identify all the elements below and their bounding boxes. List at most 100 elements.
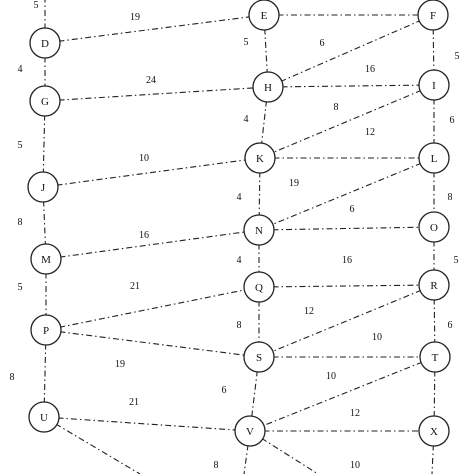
node-Q: Q bbox=[243, 271, 275, 303]
edge-S-V bbox=[249, 356, 260, 432]
edge-weight-M-N: 16 bbox=[139, 230, 149, 241]
node-circle-K bbox=[244, 142, 276, 174]
node-label-V: V bbox=[246, 426, 254, 438]
edge-weight-K-L: 12 bbox=[365, 127, 375, 138]
edge-weight-D-E: 19 bbox=[130, 12, 140, 23]
edge-weight-T-V: 10 bbox=[326, 371, 336, 382]
node-label-F: F bbox=[430, 10, 436, 22]
edge-weight-L-N: 19 bbox=[289, 178, 299, 189]
edge-U-offscreen-1 bbox=[43, 416, 141, 474]
edge-weight-I-K: 8 bbox=[334, 102, 339, 113]
edge-P-S bbox=[45, 329, 260, 358]
node-label-G: G bbox=[41, 96, 49, 108]
node-circle-G bbox=[29, 85, 61, 117]
node-circle-S bbox=[243, 341, 275, 373]
node-U: U bbox=[28, 401, 60, 433]
node-circle-L bbox=[418, 142, 450, 174]
node-circle-T bbox=[419, 341, 451, 373]
edge-E-H bbox=[263, 14, 269, 88]
node-V: V bbox=[234, 415, 266, 447]
edge-weight-L-O: 8 bbox=[448, 192, 453, 203]
node-label-X: X bbox=[430, 426, 438, 438]
node-circle-O bbox=[418, 211, 450, 243]
edge-T-V bbox=[249, 356, 436, 432]
edge-weight-P-S: 19 bbox=[115, 359, 125, 370]
node-X: X bbox=[418, 415, 450, 447]
node-circle-R bbox=[418, 269, 450, 301]
node-circle-N bbox=[243, 214, 275, 246]
node-H: H bbox=[252, 71, 284, 103]
edge-weight-V-X: 12 bbox=[350, 408, 360, 419]
node-circle-D bbox=[29, 27, 61, 59]
node-label-H: H bbox=[264, 82, 272, 94]
edge-weight-P-U: 8 bbox=[10, 372, 15, 383]
edge-P-Q bbox=[45, 286, 260, 331]
edge-H-I bbox=[267, 84, 435, 88]
edge-weight-N-O: 6 bbox=[350, 204, 355, 215]
node-label-O: O bbox=[430, 222, 438, 234]
node-E: E bbox=[248, 0, 280, 31]
edge-J-K bbox=[42, 157, 261, 188]
node-O: O bbox=[418, 211, 450, 243]
edge-weight-M-P: 5 bbox=[18, 282, 23, 293]
node-label-R: R bbox=[430, 280, 438, 292]
edge-weight-R-S: 12 bbox=[304, 306, 314, 317]
node-circle-M bbox=[30, 243, 62, 275]
edge-N-O bbox=[258, 226, 435, 231]
edge-weight-E-H: 5 bbox=[244, 37, 249, 48]
edge-weight-H-K: 4 bbox=[244, 114, 249, 125]
edge-weight-D-offscreen-top: 5 bbox=[34, 0, 39, 11]
edge-weight-D-G: 4 bbox=[18, 64, 23, 75]
node-label-T: T bbox=[432, 352, 439, 364]
edge-T-X bbox=[433, 356, 436, 432]
edge-L-N bbox=[258, 157, 435, 231]
node-label-Q: Q bbox=[255, 282, 263, 294]
node-circle-J bbox=[27, 171, 59, 203]
edge-I-K bbox=[259, 84, 435, 159]
edge-G-H bbox=[44, 86, 269, 102]
node-D: D bbox=[29, 27, 61, 59]
node-N: N bbox=[243, 214, 275, 246]
node-label-D: D bbox=[41, 38, 49, 50]
node-I: I bbox=[418, 69, 450, 101]
edge-M-N bbox=[45, 229, 260, 260]
edge-weight-N-Q: 4 bbox=[237, 255, 242, 266]
edge-weight-G-H: 24 bbox=[146, 75, 156, 86]
node-T: T bbox=[419, 341, 451, 373]
edge-weight-U-V: 21 bbox=[129, 397, 139, 408]
edge-weight-J-K: 10 bbox=[139, 153, 149, 164]
edge-weight-H-F: 6 bbox=[320, 38, 325, 49]
node-label-M: M bbox=[41, 254, 51, 266]
edge-weight-S-T: 10 bbox=[372, 332, 382, 343]
node-label-I: I bbox=[432, 80, 436, 92]
node-G: G bbox=[29, 85, 61, 117]
edge-weight-G-J: 5 bbox=[18, 140, 23, 151]
node-label-N: N bbox=[255, 225, 263, 237]
node-circle-V bbox=[234, 415, 266, 447]
node-F: F bbox=[417, 0, 449, 31]
node-label-P: P bbox=[43, 325, 49, 337]
edge-weight-J-M: 8 bbox=[18, 217, 23, 228]
node-S: S bbox=[243, 341, 275, 373]
node-P: P bbox=[30, 314, 62, 346]
edge-H-F bbox=[267, 14, 434, 88]
edge-J-M bbox=[42, 186, 47, 260]
node-circle-H bbox=[252, 71, 284, 103]
edge-weight-Q-R: 16 bbox=[342, 255, 352, 266]
node-J: J bbox=[27, 171, 59, 203]
edge-U-V bbox=[43, 416, 251, 432]
node-circle-I bbox=[418, 69, 450, 101]
edges-layer bbox=[42, 0, 436, 474]
edge-weight-H-I: 16 bbox=[365, 64, 375, 75]
node-circle-P bbox=[30, 314, 62, 346]
node-label-E: E bbox=[261, 10, 268, 22]
edge-weight-I-L: 6 bbox=[450, 115, 455, 126]
node-circle-X bbox=[418, 415, 450, 447]
edge-weight-O-R: 5 bbox=[454, 255, 459, 266]
edge-weight-K-N: 4 bbox=[237, 192, 242, 203]
node-L: L bbox=[418, 142, 450, 174]
node-M: M bbox=[30, 243, 62, 275]
